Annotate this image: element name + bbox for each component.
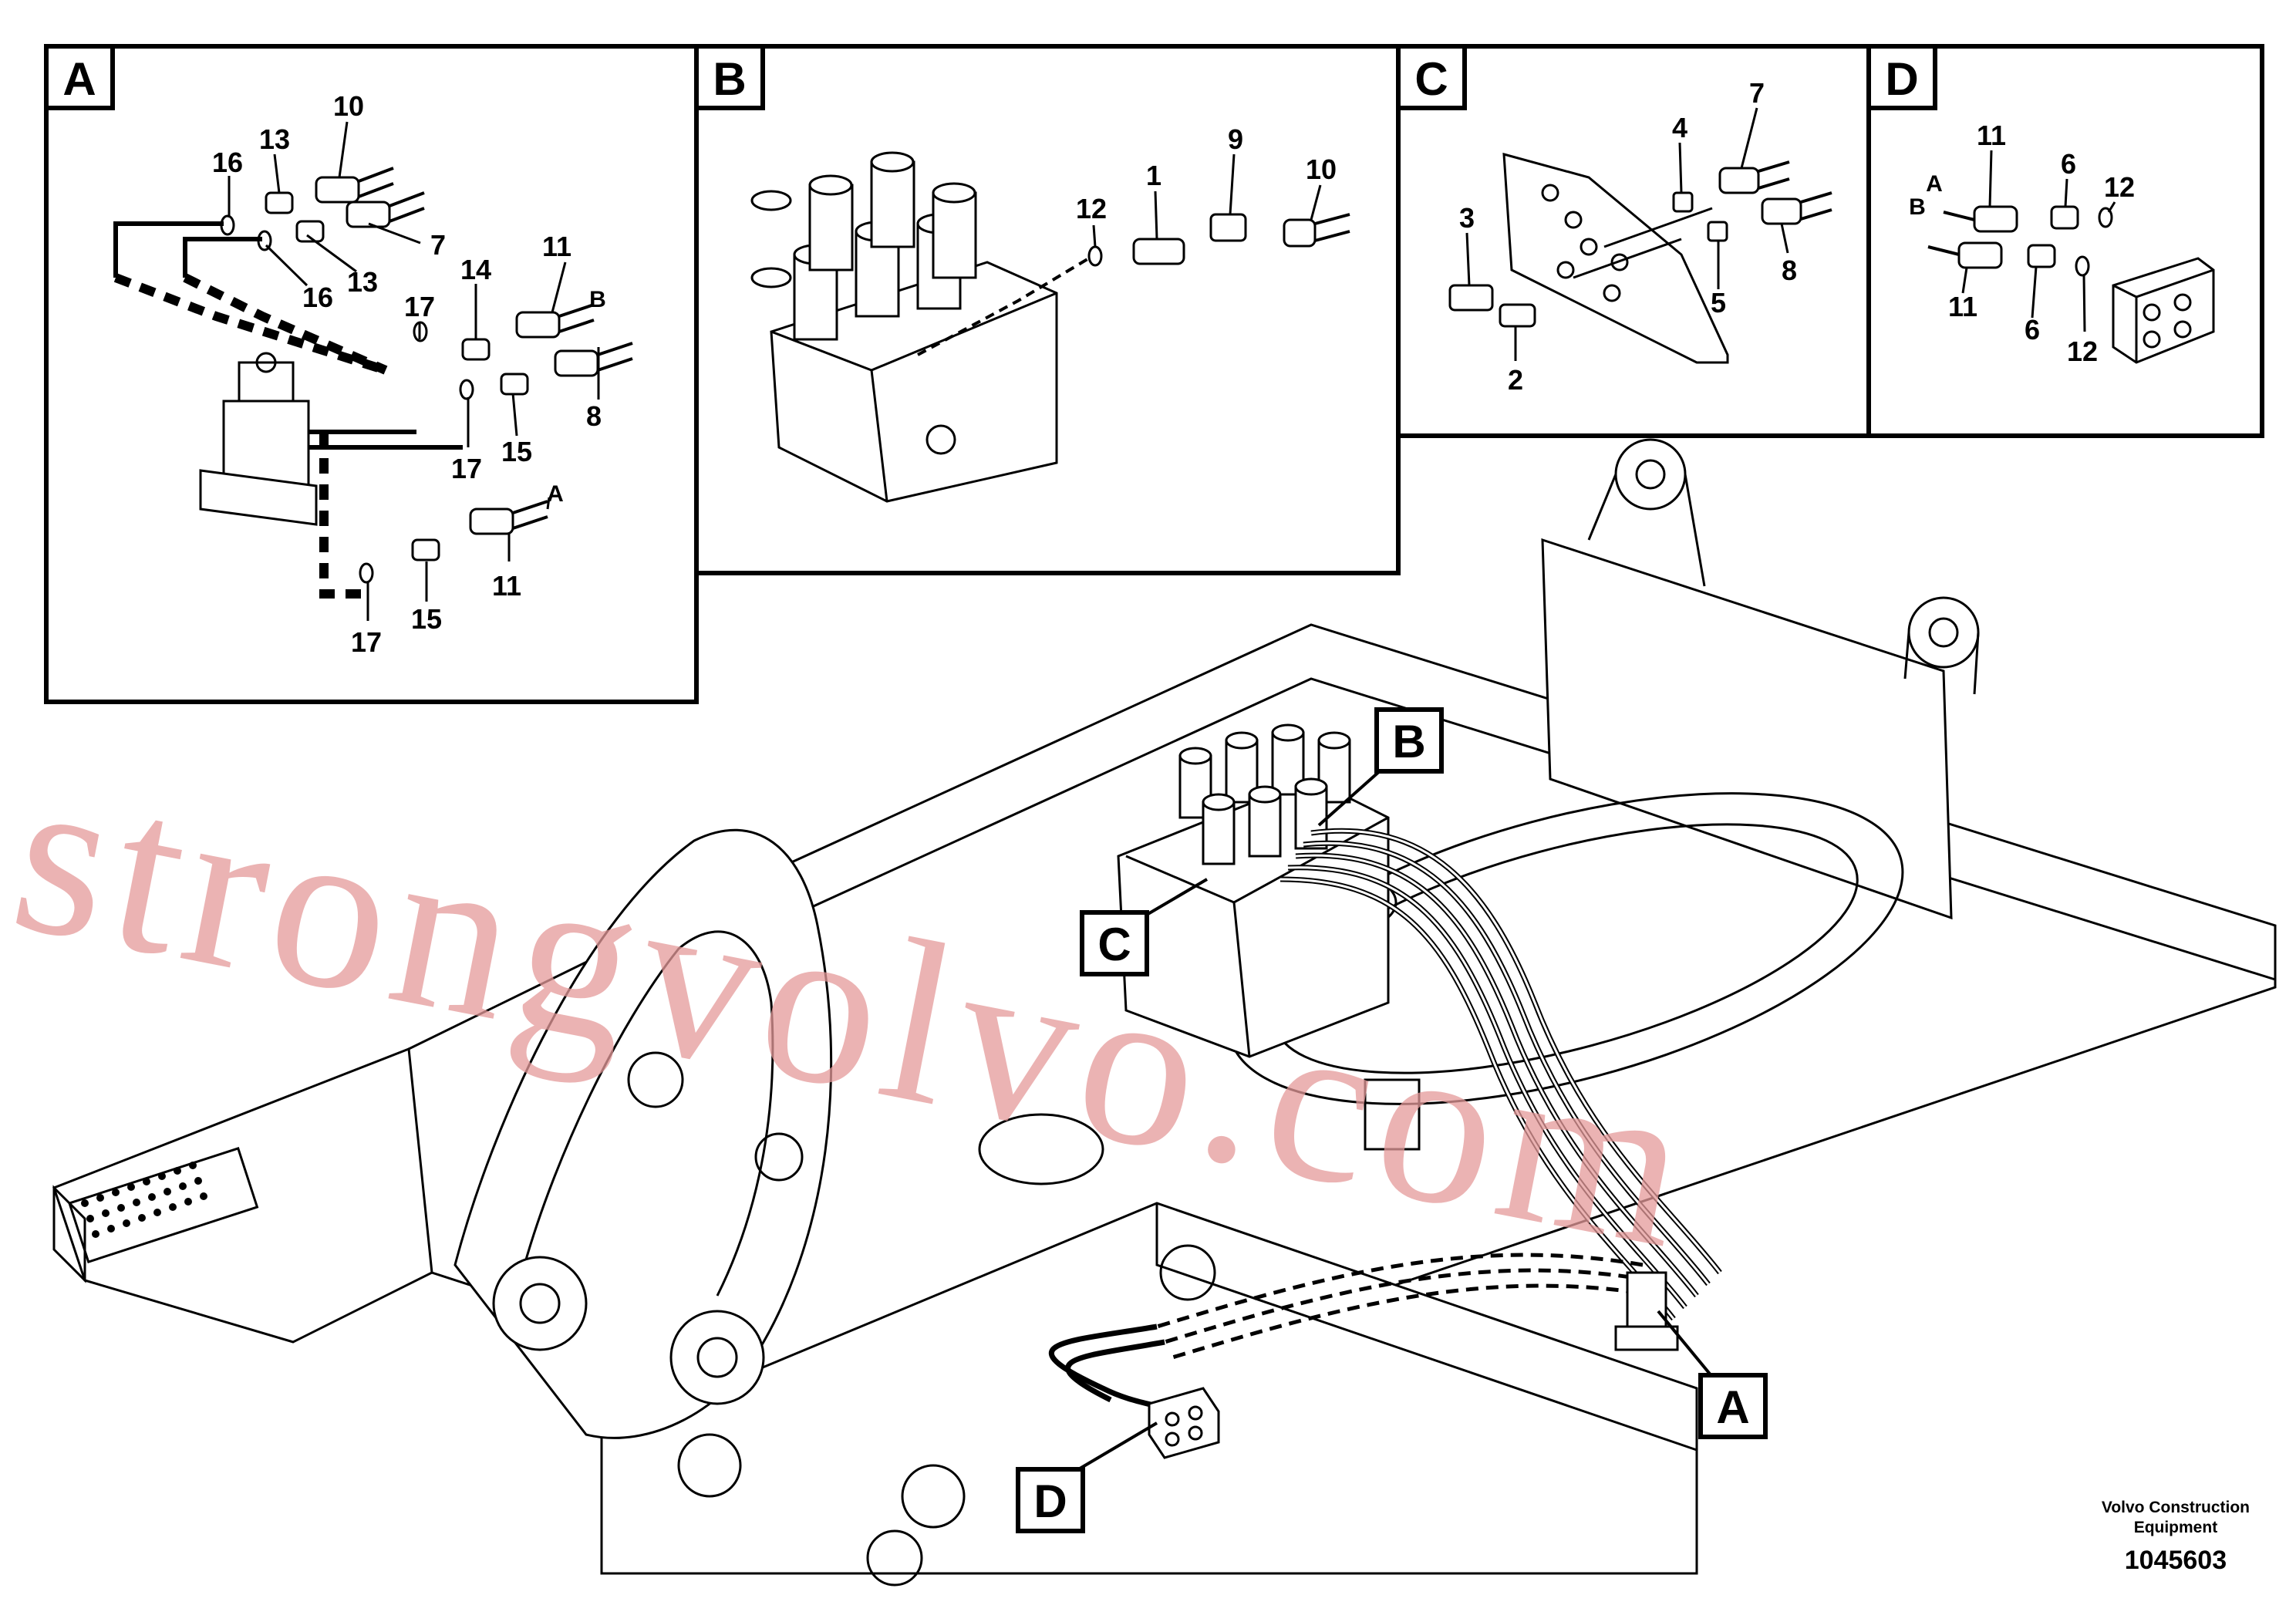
panel-a-drawing: [113, 167, 633, 599]
callout-11: 11: [542, 231, 571, 262]
callout-10: 10: [333, 90, 364, 122]
callout-7: 7: [430, 229, 446, 261]
callout-16: 16: [302, 282, 333, 313]
panel-b-callouts: [1092, 153, 1322, 248]
callout-4: 4: [1672, 112, 1687, 143]
footer-block: Volvo Construction Equipment 1045603: [2102, 1498, 2250, 1576]
panel-tag-a: A: [44, 44, 115, 110]
callout-14: 14: [460, 254, 491, 285]
callout-11: 11: [1948, 291, 1977, 322]
callout-9: 9: [1228, 123, 1243, 155]
callout-5: 5: [1711, 287, 1726, 319]
panel-a-callouts: [228, 121, 600, 621]
callout-8: 8: [1782, 255, 1797, 286]
main-tag-d: D: [1016, 1467, 1085, 1533]
panel-c-callouts: [1465, 107, 1789, 361]
drawing-number: 1045603: [2124, 1546, 2227, 1575]
panel-tag-b-label: B: [713, 53, 746, 105]
callout-1: 1: [1146, 160, 1161, 191]
panel-tag-d-label: D: [1885, 53, 1918, 105]
callout-12: 12: [2104, 171, 2135, 203]
panel-tag-c-label: C: [1414, 53, 1448, 105]
panel-d-callouts: [1961, 150, 2116, 332]
callout-7: 7: [1749, 77, 1765, 109]
callout-a: A: [1926, 171, 1943, 197]
main-tag-c-label: C: [1097, 919, 1131, 970]
panel-tag-a-label: A: [62, 53, 96, 105]
callout-15: 15: [411, 603, 442, 635]
callout-8: 8: [586, 400, 602, 432]
panel-b-callout-labels: 12 1 9 10: [1076, 123, 1337, 224]
callout-11: 11: [1977, 120, 2006, 151]
main-tag-b: B: [1374, 707, 1444, 774]
junction-block-at-d: [1148, 1387, 1220, 1459]
panel-c-drawing: [1448, 152, 1832, 364]
company-name-line1: Volvo Construction: [2101, 1499, 2250, 1516]
main-tag-d-label: D: [1033, 1475, 1067, 1527]
callout-12: 12: [2067, 336, 2098, 367]
hidden-hose-lines: [1156, 1253, 1659, 1360]
main-tag-leaders: [1070, 762, 1714, 1475]
main-tag-c: C: [1080, 910, 1149, 976]
panel-tag-d: D: [1866, 44, 1937, 110]
panel-tag-b: B: [694, 44, 765, 110]
machine-frame-drawing: [52, 438, 2277, 1587]
callout-3: 3: [1459, 202, 1475, 234]
panel-tag-c: C: [1396, 44, 1467, 110]
main-tag-a-label: A: [1716, 1381, 1749, 1433]
step-tread-dots: [81, 1162, 207, 1238]
panel-a-callout-labels: 16 13 10 16 13 7 17 14 11 B 17 15 8 A 17…: [212, 90, 606, 658]
panel-c-callout-labels: 3 4 7 5 8 2: [1459, 77, 1797, 396]
callout-6: 6: [2025, 314, 2040, 346]
callout-11: 11: [492, 570, 521, 602]
callout-b: B: [1909, 194, 1926, 220]
callout-13: 13: [259, 123, 290, 155]
main-tag-a: A: [1698, 1373, 1768, 1439]
callout-17: 17: [351, 626, 382, 658]
panel-d-callout-labels: A B 11 6 12 11 6 12: [1909, 120, 2135, 367]
callout-13: 13: [347, 266, 378, 298]
solenoid-valve-at-a: [1614, 1271, 1679, 1351]
main-tag-b-label: B: [1392, 716, 1425, 767]
callout-16: 16: [212, 147, 243, 178]
callout-6: 6: [2061, 148, 2076, 180]
hydraulic-hose-bundle-inner: [1279, 829, 1721, 1320]
callout-12: 12: [1076, 193, 1107, 224]
panel-d-drawing: [1927, 205, 2215, 364]
callout-a: A: [547, 481, 564, 507]
company-name-line2: Equipment: [2133, 1519, 2218, 1536]
callout-10: 10: [1306, 153, 1337, 185]
callout-b: B: [589, 287, 606, 312]
control-valve-assembly: [1117, 723, 1390, 1058]
callout-2: 2: [1508, 364, 1523, 396]
callout-17: 17: [404, 291, 435, 322]
callout-17: 17: [451, 453, 482, 484]
panel-b-drawing: [750, 151, 1350, 503]
callout-15: 15: [501, 436, 532, 467]
detail-panel-frames: [44, 44, 2264, 704]
hose-to-block-d: [1048, 1324, 1174, 1415]
